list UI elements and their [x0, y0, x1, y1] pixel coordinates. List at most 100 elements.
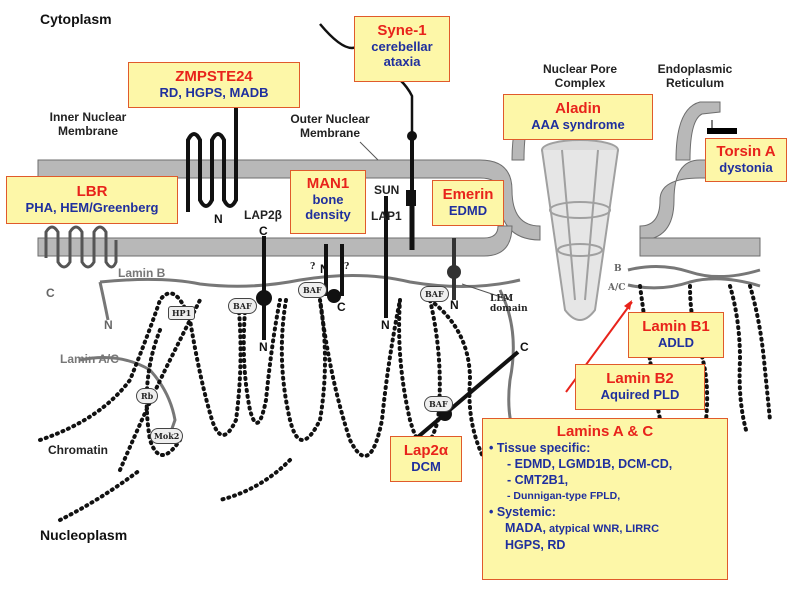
- torsin-a-bar: [707, 128, 737, 134]
- lem-pointer: [461, 283, 511, 301]
- laminac-systemic: • Systemic:: [489, 505, 556, 519]
- zmpste24-coils: [186, 100, 238, 212]
- laminac-s1b: atypical WNR,: [545, 523, 623, 535]
- man1-sub2: density: [305, 207, 351, 222]
- man1-title: MAN1: [306, 175, 350, 192]
- laminb2-box: Lamin B2 Aquired PLD: [575, 364, 705, 410]
- laminac-t1: - EDMD, LGMD1B, DCM-CD,: [507, 457, 673, 471]
- nucleoplasm-label: Nucleoplasm: [40, 527, 128, 543]
- lem-line2: domain: [490, 304, 528, 314]
- aladin-title: Aladin: [555, 100, 601, 117]
- laminac-t2: - CMT2B1,: [507, 473, 569, 487]
- lamin-right-b: [627, 265, 761, 279]
- lbr-c: C: [46, 286, 55, 300]
- mok2-protein: Mok2: [150, 428, 184, 444]
- lem-label: LEM domain: [490, 294, 528, 314]
- emerin-title: Emerin: [442, 186, 494, 203]
- hp1-protein: HP1: [168, 306, 196, 320]
- sun-label: SUN: [374, 183, 400, 197]
- lbr-coils: [44, 225, 118, 269]
- emerin-n: N: [450, 298, 459, 312]
- er-line1: Endoplasmic: [657, 62, 733, 76]
- lamin-ac-label: Lamin A/C: [60, 352, 119, 366]
- man1-box: MAN1 bone density: [290, 170, 366, 234]
- laminac-tissue: • Tissue specific:: [489, 441, 591, 455]
- laminac-s2: HGPS, RD: [505, 538, 566, 552]
- baf-protein-2: BAF: [298, 282, 327, 298]
- lap2a-c: C: [520, 340, 529, 354]
- syne-knob: [407, 131, 417, 141]
- laminb2-title: Lamin B2: [606, 370, 674, 387]
- zmpste24-sub: RD, HGPS, MADB: [159, 85, 269, 100]
- torsin-title: Torsin A: [716, 143, 776, 160]
- man1-sub1: bone: [312, 192, 344, 207]
- laminac-s1: MADA, atypical WNR, LIRRC: [489, 520, 721, 537]
- lamin-b-n: N: [104, 318, 113, 332]
- sun-block: [406, 190, 416, 206]
- er-line2: Reticulum: [665, 76, 724, 90]
- question-mark-1: ?: [310, 262, 316, 272]
- question-mark-2: ?: [344, 262, 350, 272]
- lap2a-box: Lap2α DCM: [390, 436, 462, 482]
- syne1-sub2: ataxia: [383, 54, 421, 69]
- er-loop: [675, 101, 721, 161]
- man1-c: C: [337, 300, 346, 314]
- man1-n: N: [320, 262, 329, 276]
- er-label: Endoplasmic Reticulum: [650, 62, 740, 90]
- rb-protein: Rb: [136, 388, 159, 404]
- lap2a-sub: DCM: [411, 459, 441, 474]
- lbr-title: LBR: [76, 183, 108, 200]
- lbr-sub: PHA, HEM/Greenberg: [25, 200, 159, 215]
- zmpste24-title: ZMPSTE24: [175, 68, 253, 85]
- baf-protein-3: BAF: [420, 286, 449, 302]
- lamins-ac-box: Lamins A & C • Tissue specific: - EDMD, …: [482, 418, 728, 580]
- lap2b-knob: [256, 290, 272, 306]
- laminac-s1a: MADA,: [505, 521, 546, 535]
- cytoplasm-label: Cytoplasm: [40, 11, 112, 27]
- lap2a-bar: [410, 350, 520, 444]
- baf-protein-1: BAF: [228, 298, 257, 314]
- nuclear-pore-label: Nuclear Pore Complex: [535, 62, 625, 90]
- lamin-b-stem: [98, 281, 110, 321]
- nuclear-pore-complex: [541, 139, 619, 321]
- outer-membrane-line2: Membrane: [299, 126, 361, 140]
- outer-membrane-right: [639, 159, 761, 241]
- man1-knob: [327, 289, 341, 303]
- lap1-n: N: [381, 318, 390, 332]
- inner-membrane-line1: Inner Nuclear: [49, 110, 127, 124]
- lap1-label: LAP1: [371, 209, 402, 223]
- zmpste24-box: ZMPSTE24 RD, HGPS, MADB: [128, 62, 300, 108]
- laminac-t3: - Dunnigan-type FPLD,: [507, 490, 621, 502]
- lamin-b-label: Lamin B: [118, 266, 166, 280]
- nuclear-pore-line1: Nuclear Pore: [542, 62, 618, 76]
- inner-membrane-line2: Membrane: [57, 124, 119, 138]
- syne1-title: Syne-1: [377, 22, 427, 39]
- lamin-b-arrowhead: [624, 300, 632, 310]
- syne1-box: Syne-1 cerebellar ataxia: [354, 16, 450, 82]
- lap2a-title: Lap2α: [403, 442, 449, 459]
- outer-membrane-label: Outer Nuclear Membrane: [280, 112, 380, 140]
- torsin-box: Torsin A dystonia: [705, 138, 787, 182]
- chromatin-label: Chromatin: [48, 443, 108, 457]
- aladin-box: Aladin AAA syndrome: [503, 94, 653, 140]
- lbr-box: LBR PHA, HEM/Greenberg: [6, 176, 178, 224]
- emerin-sub: EDMD: [448, 203, 488, 218]
- inner-membrane-band: [37, 225, 513, 257]
- emerin-box: Emerin EDMD: [432, 180, 504, 226]
- emerin-knob: [447, 265, 461, 279]
- torsin-sub: dystonia: [719, 160, 773, 175]
- baf-protein-4: BAF: [424, 396, 453, 412]
- syne1-sub1: cerebellar: [371, 39, 433, 54]
- lap2b-c: C: [259, 224, 268, 238]
- right-ac-label: A/C: [608, 283, 626, 293]
- outer-pointer: [359, 141, 379, 161]
- laminb1-box: Lamin B1 ADLD: [628, 312, 724, 358]
- laminb2-sub: Aquired PLD: [600, 387, 680, 402]
- inner-membrane-label: Inner Nuclear Membrane: [38, 110, 138, 138]
- inner-membrane-right: [639, 237, 761, 257]
- lap2b-n: N: [259, 340, 268, 354]
- zmpste24-n: N: [214, 212, 223, 226]
- laminb1-sub: ADLD: [657, 335, 695, 350]
- nuclear-pore-line2: Complex: [554, 76, 606, 90]
